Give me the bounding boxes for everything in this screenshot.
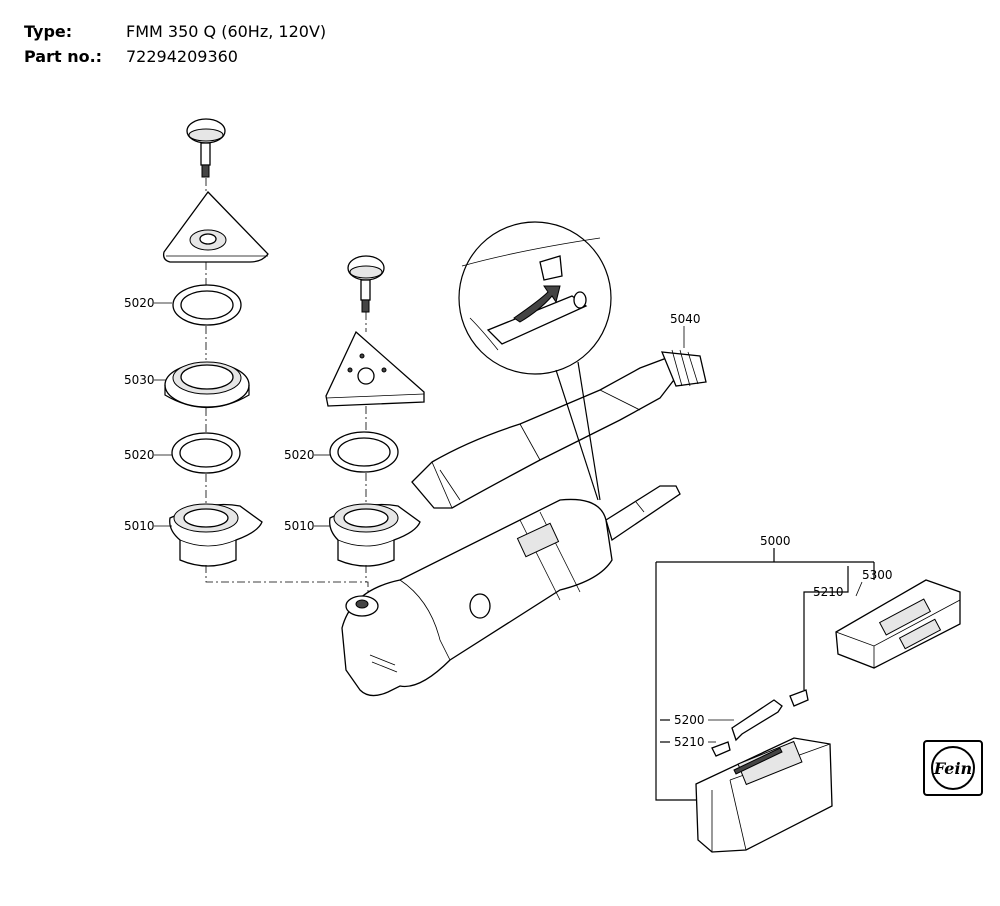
- callout-5030: 5030: [124, 373, 155, 387]
- callout-5300: 5300: [862, 568, 893, 582]
- part-number-label: Part no.:: [24, 47, 103, 66]
- case-insert-5300: [835, 579, 961, 669]
- middle-clamping-screw: [347, 255, 385, 313]
- part-number-value: 72294209360: [126, 47, 238, 66]
- svg-text:Fein: Fein: [933, 759, 972, 778]
- callout-5020-left-top: 5020: [124, 296, 155, 310]
- left-clamping-screw: [186, 118, 226, 178]
- middle-triangle-pad: [325, 330, 425, 407]
- left-triangle-sanding-pad: [162, 190, 269, 263]
- callout-5000: 5000: [760, 534, 791, 548]
- type-label: Type:: [24, 22, 73, 41]
- middle-ring-5020: [329, 431, 399, 473]
- dust-extraction-5040: [411, 349, 707, 509]
- callout-5210-bottom: 5210: [674, 735, 705, 749]
- detail-inset: [458, 221, 612, 501]
- callout-5020-right: 5020: [284, 448, 315, 462]
- fein-logo-icon: Fein: [923, 740, 983, 796]
- middle-adapter-5010: [329, 503, 421, 567]
- callout-5020-left-bottom: 5020: [124, 448, 155, 462]
- callout-5200: 5200: [674, 713, 705, 727]
- callout-5010-left: 5010: [124, 519, 155, 533]
- left-adapter-5010: [169, 503, 263, 567]
- left-ring-5020-bottom: [171, 432, 241, 474]
- multi-tool-body: [341, 485, 681, 697]
- left-bearing-5030: [164, 361, 250, 409]
- type-value: FMM 350 Q (60Hz, 120V): [126, 22, 327, 41]
- callout-5040: 5040: [670, 312, 701, 326]
- callout-5010-right: 5010: [284, 519, 315, 533]
- carrying-case-5200: [695, 689, 833, 853]
- left-ring-5020-top: [172, 284, 242, 326]
- callout-5210-top: 5210: [813, 585, 844, 599]
